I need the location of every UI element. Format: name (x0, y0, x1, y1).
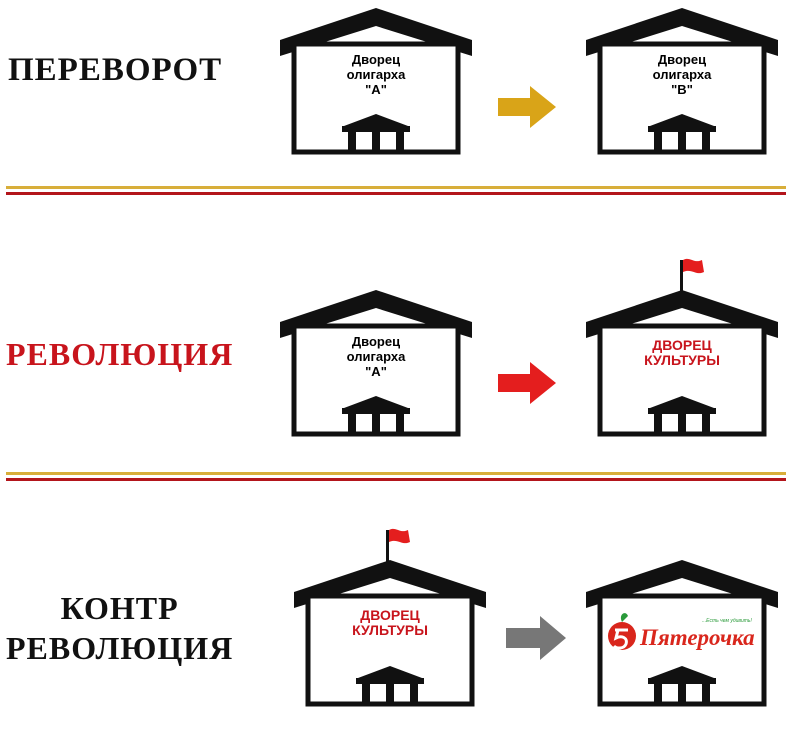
house-icon (586, 8, 778, 155)
arrow-right-icon (498, 86, 556, 128)
caption-line: ДВОРЕЦ (652, 337, 712, 353)
red-flag-icon (680, 258, 704, 292)
house-caption: Дворец олигарха "А" (306, 334, 446, 379)
house-icon (280, 8, 472, 155)
arrow-right-icon (506, 616, 566, 660)
divider-2 (0, 470, 790, 482)
caption-line: КУЛЬТУРЫ (352, 622, 428, 638)
house-caption: ДВОРЕЦ КУЛЬТУРЫ (612, 338, 752, 368)
house-icon (294, 560, 486, 707)
logo-wordmark: Пятерочка (639, 625, 755, 650)
red-flag-icon (386, 528, 410, 562)
divider-red-line (6, 478, 786, 481)
house-icon (280, 290, 472, 437)
row-label-coup: ПЕРЕВОРОТ (8, 52, 223, 88)
divider-gold-line (6, 186, 786, 189)
label-line-1: КОНТР (60, 590, 179, 626)
divider-gold-line (6, 472, 786, 475)
divider-1 (0, 184, 790, 196)
divider-red-line (6, 192, 786, 195)
caption-line: олигарха (346, 67, 406, 82)
caption-line: Дворец (351, 334, 401, 349)
palace-oligarch-a: Дворец олигарха "А" (276, 4, 476, 164)
caption-line: Дворец (351, 52, 401, 67)
caption-line: "В" (671, 82, 693, 97)
row-label-revolution: РЕВОЛЮЦИЯ (6, 336, 234, 372)
caption-line: Дворец (657, 52, 707, 67)
house-caption: Дворец олигарха "А" (306, 52, 446, 97)
palace-oligarch-b: Дворец олигарха "В" (582, 4, 782, 164)
house-caption: ДВОРЕЦ КУЛЬТУРЫ (320, 608, 460, 638)
caption-line: КУЛЬТУРЫ (644, 352, 720, 368)
palace-oligarch-a: Дворец олигарха "А" (276, 286, 476, 446)
logo-slogan: ...Есть чем удивить! (702, 618, 753, 624)
label-line-2: РЕВОЛЮЦИЯ (6, 630, 234, 666)
palace-of-culture: ДВОРЕЦ КУЛЬТУРЫ (290, 528, 490, 716)
house-icon (586, 560, 778, 707)
house-caption: Дворец олигарха "В" (612, 52, 752, 97)
arrow-right-icon (498, 362, 556, 404)
pyaterochka-logo: Пятерочка ...Есть чем удивить! (608, 613, 755, 650)
caption-line: олигарха (346, 349, 406, 364)
caption-line: "А" (365, 364, 387, 379)
row-label-counter-revolution: КОНТР РЕВОЛЮЦИЯ (6, 588, 233, 668)
pyaterochka-store: Пятерочка ...Есть чем удивить! (582, 556, 782, 716)
caption-line: олигарха (652, 67, 712, 82)
caption-line: ДВОРЕЦ (360, 607, 420, 623)
house-icon (586, 290, 778, 437)
caption-line: "А" (365, 82, 387, 97)
palace-of-culture: ДВОРЕЦ КУЛЬТУРЫ (582, 258, 782, 446)
